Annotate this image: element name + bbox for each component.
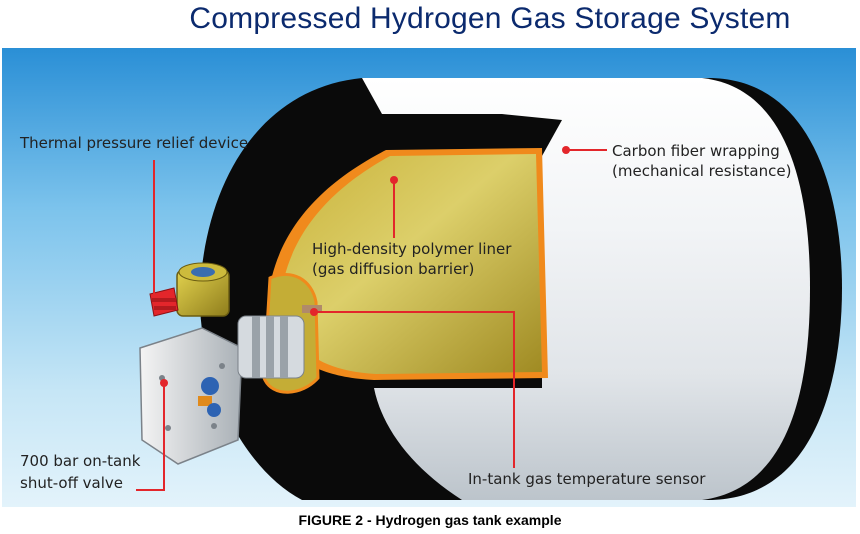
leader-lines [136,149,607,491]
polymer-liner [279,154,542,374]
leader-valve [136,383,165,491]
label-valve-1: 700 bar on-tank [20,452,141,470]
figure-caption: FIGURE 2 - Hydrogen gas tank example [298,512,562,528]
page-title: Compressed Hydrogen Gas Storage System [189,2,791,35]
diagram-panel: Thermal pressure relief device Carbon fi… [2,48,856,507]
label-carbon-fiber-2: (mechanical resistance) [612,162,791,180]
leader-temp-sensor [314,311,515,468]
tank-diagram: Thermal pressure relief device Carbon fi… [2,48,856,507]
label-carbon-fiber-1: Carbon fiber wrapping [612,142,780,160]
label-liner-2: (gas diffusion barrier) [312,260,474,278]
label-valve-2: shut-off valve [20,474,123,492]
label-thermal-relief: Thermal pressure relief device [19,134,248,152]
shutoff-valve [139,262,322,465]
label-liner-1: High-density polymer liner [312,240,512,258]
label-temp-sensor: In-tank gas temperature sensor [468,470,706,488]
leader-dots [160,146,570,387]
